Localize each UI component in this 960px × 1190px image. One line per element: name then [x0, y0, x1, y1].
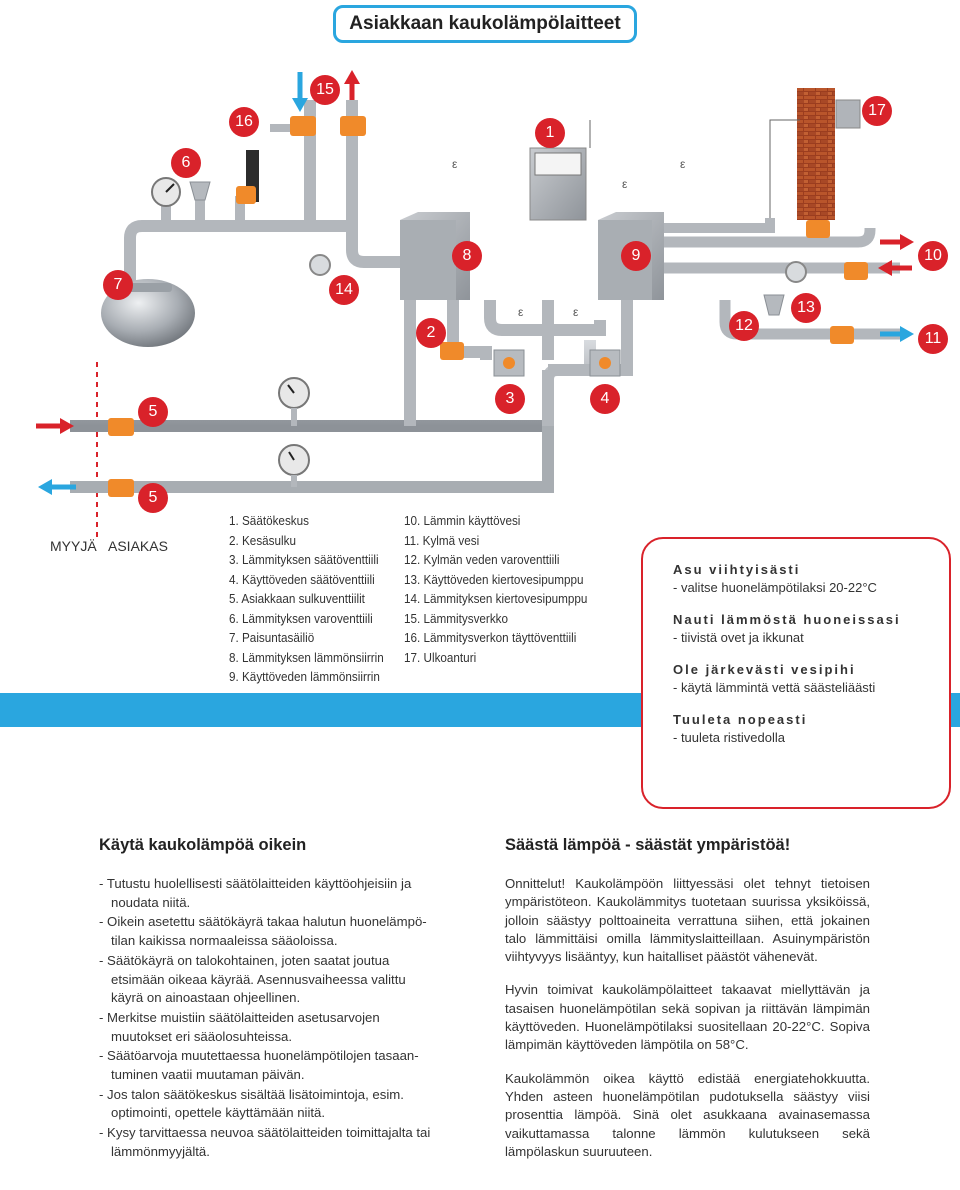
- list-item: - Kysy tarvittaessa neuvoa säätölaitteid…: [99, 1124, 479, 1161]
- paragraph: Kaukolämmön oikea käyttö edistää energia…: [505, 1070, 870, 1159]
- legend-item: 2. Kesäsulku: [229, 532, 296, 548]
- list-item-line: - Merkitse muistiin säätölaitteiden aset…: [99, 1009, 380, 1025]
- list-item-line: tilan kaikissa normaaleissa sääoloissa.: [111, 933, 338, 949]
- legend-item: 9. Käyttöveden lämmönsiirrin: [229, 669, 380, 684]
- legend-left: 1. Säätökeskus 2. Kesäsulku 3. Lämmityks…: [229, 511, 384, 687]
- legend-item: 4. Käyttöveden säätöventtiili: [229, 571, 375, 587]
- legend-item: 14. Lämmityksen kiertovesipumppu: [404, 591, 588, 606]
- list-item-line: - Jos talon säätökeskus sisältää lisätoi…: [99, 1086, 404, 1102]
- page-title: Asiakkaan kaukolämpölaitteet: [333, 5, 637, 43]
- callout-badge-9: 9: [621, 241, 651, 271]
- callout-badge-3: 3: [495, 384, 525, 414]
- callout-badge-17: 17: [862, 96, 892, 126]
- tip-text: - valitse huonelämpötilaksi 20-22°C: [673, 580, 877, 595]
- tip-heading: Nauti lämmöstä huoneissasi: [673, 612, 901, 627]
- legend-item: 7. Paisuntasäiliö: [229, 630, 315, 645]
- tip-heading: Ole järkevästi vesipihi: [673, 662, 856, 677]
- tip-heading: Asu viihtyisästi: [673, 562, 801, 577]
- callout-badge-5: 5: [138, 483, 168, 513]
- legend-item: 16. Lämmitysverkon täyttöventtiili: [404, 630, 577, 645]
- callout-badge-1: 1: [535, 118, 565, 148]
- legend-item: 10. Lämmin käyttövesi: [404, 513, 521, 528]
- svg-text:ε: ε: [680, 157, 686, 171]
- callout-badge-4: 4: [590, 384, 620, 414]
- list-item: - Tutustu huolellisesti säätölaitteiden …: [99, 875, 479, 912]
- list-item-line: - Oikein asetettu säätökäyrä takaa halut…: [99, 914, 427, 930]
- list-item: - Oikein asetettu säätökäyrä takaa halut…: [99, 913, 479, 950]
- callout-badge-15: 15: [310, 75, 340, 105]
- right-section-title: Säästä lämpöä - säästät ympäristöä!: [505, 836, 791, 854]
- list-item-line: optimointi, opettele käyttämään niitä.: [111, 1105, 326, 1121]
- legend-item: 6. Lämmityksen varoventtiili: [229, 610, 373, 626]
- left-section-title: Käytä kaukolämpöä oikein: [99, 836, 307, 854]
- paragraph: Onnittelut! Kaukolämpöön liittyessäsi ol…: [505, 876, 870, 965]
- seller-label: MYYJÄ: [50, 538, 97, 554]
- list-item: - Merkitse muistiin säätölaitteiden aset…: [99, 1009, 479, 1046]
- list-item-line: noudata niitä.: [111, 894, 191, 910]
- callout-badge-14: 14: [329, 275, 359, 305]
- list-item-line: - Säätökäyrä on talokohtainen, joten saa…: [99, 952, 390, 968]
- list-item-line: lämmönmyyjältä.: [111, 1143, 210, 1159]
- callout-badge-5: 5: [138, 397, 168, 427]
- callout-badge-6: 6: [171, 148, 201, 178]
- list-item: - Jos talon säätökeskus sisältää lisätoi…: [99, 1086, 479, 1123]
- callout-badge-2: 2: [416, 318, 446, 348]
- svg-text:ε: ε: [518, 305, 524, 319]
- list-item-line: - Kysy tarvittaessa neuvoa säätölaitteid…: [99, 1125, 431, 1141]
- legend-item: 8. Lämmityksen lämmönsiirrin: [229, 649, 384, 665]
- legend-right: 10. Lämmin käyttövesi 11. Kylmä vesi 12.…: [404, 511, 587, 667]
- paragraph: Hyvin toimivat kaukolämpölaitteet takaav…: [505, 982, 870, 1053]
- left-section-list: - Tutustu huolellisesti säätölaitteiden …: [99, 875, 479, 1163]
- list-item: - Säätökäyrä on talokohtainen, joten saa…: [99, 952, 479, 1008]
- list-item-line: muutokset eri sääolosuhteissa.: [111, 1028, 293, 1044]
- list-item-line: käyrä on ainoastaan ohjeellinen.: [111, 990, 301, 1006]
- customer-label: ASIAKAS: [108, 538, 168, 554]
- callout-badge-16: 16: [229, 107, 259, 137]
- svg-text:ε: ε: [622, 177, 628, 191]
- right-section-body: Onnittelut! Kaukolämpöön liittyessäsi ol…: [505, 875, 870, 1176]
- legend-item: 5. Asiakkaan sulkuventtiilit: [229, 591, 365, 606]
- legend-item: 17. Ulkoanturi: [404, 649, 477, 665]
- tip-text: - tuuleta ristivedolla: [673, 730, 785, 745]
- list-item-line: - Säätöarvoja muutettaessa huonelämpötil…: [99, 1048, 419, 1064]
- callout-badge-13: 13: [791, 293, 821, 323]
- legend-item: 15. Lämmitysverkko: [404, 610, 509, 626]
- tip-text: - käytä lämmintä vettä säästeliäästi: [673, 680, 876, 695]
- callout-badge-10: 10: [918, 241, 948, 271]
- callout-badge-7: 7: [103, 270, 133, 300]
- list-item-line: - Tutustu huolellisesti säätölaitteiden …: [99, 876, 412, 891]
- list-item-line: etsimään oikeaa käyrää. Asennusvaiheessa…: [111, 971, 406, 987]
- list-item-line: tuminen vaatii muutaman päivän.: [111, 1067, 305, 1083]
- tip-heading: Tuuleta nopeasti: [673, 712, 808, 727]
- callout-badge-8: 8: [452, 241, 482, 271]
- legend-item: 1. Säätökeskus: [229, 513, 310, 528]
- legend-item: 13. Käyttöveden kiertovesipumppu: [404, 571, 584, 587]
- callout-badge-11: 11: [918, 324, 948, 354]
- tip-text: - tiivistä ovet ja ikkunat: [673, 630, 804, 645]
- legend-item: 3. Lämmityksen säätöventtiili: [229, 552, 379, 567]
- svg-text:ε: ε: [573, 305, 579, 319]
- list-item: - Säätöarvoja muutettaessa huonelämpötil…: [99, 1047, 479, 1084]
- legend-item: 11. Kylmä vesi: [404, 532, 480, 548]
- tips-box: Asu viihtyisästi - valitse huonelämpötil…: [641, 537, 951, 809]
- legend-item: 12. Kylmän veden varoventtiili: [404, 552, 560, 567]
- svg-text:ε: ε: [452, 157, 458, 171]
- callout-badge-12: 12: [729, 311, 759, 341]
